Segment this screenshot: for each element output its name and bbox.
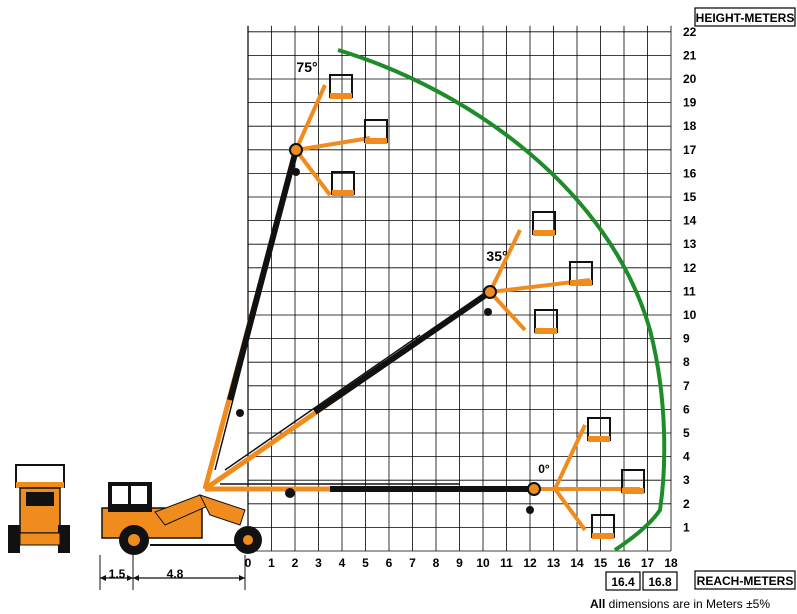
x-tick-label: 11 bbox=[500, 556, 513, 570]
y-tick-label: 5 bbox=[683, 426, 690, 440]
y-tick-label: 12 bbox=[683, 261, 697, 275]
x-tick-label: 17 bbox=[641, 556, 655, 570]
y-tick-label: 7 bbox=[683, 379, 690, 393]
dimension-4-8: 4.8 bbox=[167, 567, 184, 581]
basket-35-low bbox=[534, 309, 558, 334]
y-tick-label: 22 bbox=[683, 25, 697, 39]
y-tick-label: 18 bbox=[683, 119, 697, 133]
x-axis-title-box bbox=[694, 570, 796, 590]
angle-label-35: 35° bbox=[486, 248, 507, 264]
x-tick-label: 7 bbox=[409, 556, 416, 570]
x-tick-label: 4 bbox=[339, 556, 346, 570]
x-tick-label: 2 bbox=[292, 556, 299, 570]
x-tick-label: 3 bbox=[315, 556, 322, 570]
y-tick-label: 17 bbox=[683, 143, 697, 157]
reach-box-2 bbox=[642, 571, 678, 591]
basket-0-top bbox=[587, 417, 611, 442]
basket-35-mid bbox=[569, 261, 593, 286]
reach-box-1-value: 16.4 bbox=[611, 575, 635, 589]
x-tick-label: 16 bbox=[617, 556, 631, 570]
x-tick-label: 18 bbox=[664, 556, 678, 570]
x-tick-label: 13 bbox=[547, 556, 561, 570]
basket-75-low bbox=[331, 171, 355, 196]
y-tick-label: 21 bbox=[683, 48, 697, 62]
x-tick-label: 6 bbox=[386, 556, 393, 570]
machine-side-view bbox=[101, 482, 262, 555]
basket-0-low bbox=[591, 514, 615, 539]
basket-75-mid bbox=[364, 119, 388, 144]
basket-0-mid bbox=[621, 469, 645, 494]
working-envelope-curve bbox=[337, 48, 667, 552]
y-tick-label: 8 bbox=[683, 355, 690, 369]
x-tick-label: 10 bbox=[476, 556, 490, 570]
footer-text: dimensions are in Meters ±5% bbox=[605, 597, 770, 611]
y-tick-label: 20 bbox=[683, 72, 697, 86]
y-axis-title: HEIGHT-METERS bbox=[696, 11, 795, 25]
x-tick-label: 0 bbox=[245, 556, 252, 570]
x-tick-label: 15 bbox=[594, 556, 608, 570]
x-tick-label: 1 bbox=[268, 556, 275, 570]
boom-75-degrees bbox=[202, 84, 371, 490]
x-tick-label: 14 bbox=[570, 556, 584, 570]
reach-box-1 bbox=[605, 571, 641, 591]
y-tick-label: 16 bbox=[683, 166, 697, 180]
y-axis-title-box bbox=[694, 7, 796, 27]
dimension-1-5: 1.5 bbox=[109, 567, 126, 581]
y-tick-label: 6 bbox=[683, 402, 690, 416]
basket-75-top bbox=[329, 74, 353, 99]
y-tick-label: 14 bbox=[683, 214, 697, 228]
angle-label-0: 0° bbox=[538, 462, 550, 476]
footer-note: All dimensions are in Meters ±5% bbox=[590, 597, 770, 611]
y-tick-label: 1 bbox=[683, 520, 690, 534]
x-tick-label: 12 bbox=[523, 556, 537, 570]
reach-box-2-value: 16.8 bbox=[648, 575, 672, 589]
y-tick-label: 4 bbox=[683, 450, 690, 464]
x-axis-title: REACH-METERS bbox=[697, 574, 794, 588]
y-tick-label: 2 bbox=[683, 497, 690, 511]
x-tick-label: 8 bbox=[433, 556, 440, 570]
y-tick-label: 11 bbox=[683, 284, 696, 298]
basket-35-top bbox=[532, 211, 556, 236]
angle-label-75: 75° bbox=[296, 59, 317, 75]
x-tick-label: 5 bbox=[362, 556, 369, 570]
x-tick-label: 9 bbox=[456, 556, 463, 570]
y-tick-label: 13 bbox=[683, 237, 697, 251]
dimension-line bbox=[99, 555, 246, 590]
footer-prefix: All bbox=[590, 597, 606, 611]
y-tick-label: 10 bbox=[683, 308, 697, 322]
y-tick-label: 15 bbox=[683, 190, 697, 204]
y-tick-label: 19 bbox=[683, 96, 697, 110]
y-tick-label: 3 bbox=[683, 473, 690, 487]
boom-35-degrees bbox=[203, 229, 591, 492]
boom-0-degrees bbox=[205, 424, 640, 532]
machine-front-view bbox=[8, 464, 70, 553]
y-tick-label: 9 bbox=[683, 332, 690, 346]
